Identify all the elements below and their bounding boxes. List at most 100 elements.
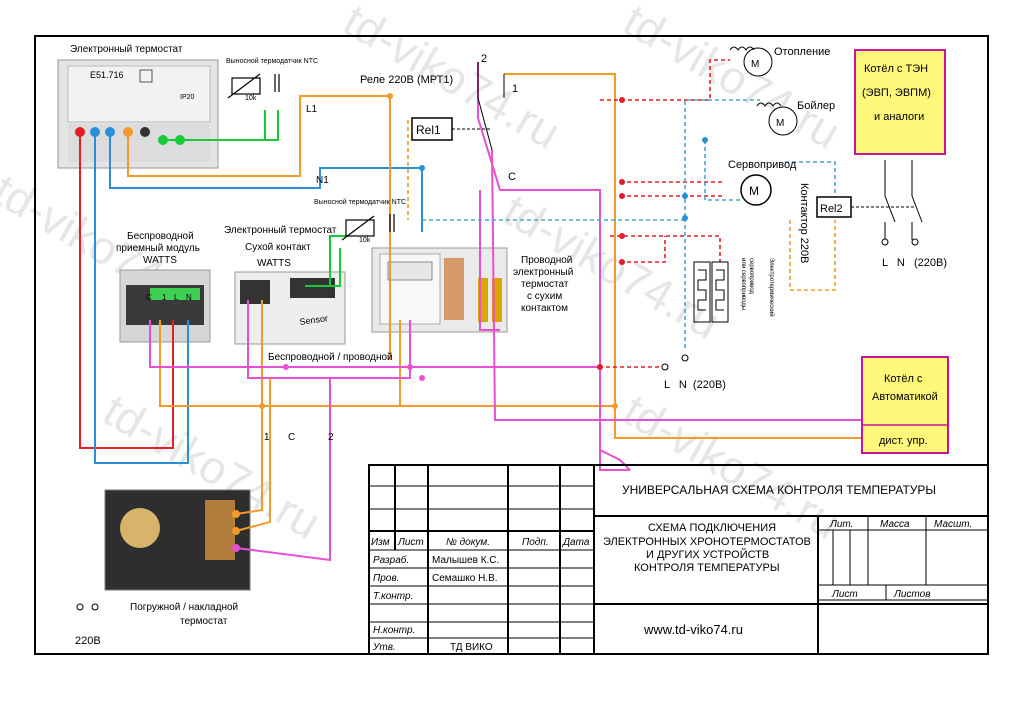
ntc-value-2: 10k <box>359 237 371 244</box>
submersible-line2: термостат <box>180 616 228 627</box>
col-izm: Изм <box>371 537 390 548</box>
thermostat-model: E51.716 <box>90 70 124 80</box>
remote-control-label: дист. упр. <box>879 435 928 447</box>
wireless-module-line2: приемный модуль <box>116 243 200 254</box>
name-prov: Семашко Н.В. <box>432 573 498 584</box>
thermostat-photo: E51.716 IP20 <box>57 59 219 169</box>
sub-title-line3: И ДРУГИХ УСТРОЙСТВ <box>646 548 769 561</box>
wired-thermostat-line2: электронный <box>513 267 573 278</box>
wireless-module-photo: C 1 L N <box>119 269 211 343</box>
wire-1: 1 <box>264 432 270 443</box>
row-utv: Утв. <box>372 642 396 653</box>
dry-contact-line1: Электронный термостат <box>224 225 337 236</box>
electrothermal-actuators <box>693 261 729 323</box>
teh-boiler-line3: и аналоги <box>874 111 924 123</box>
row-nkontr: Н.контр. <box>373 625 415 636</box>
row-tkontr: Т.контр. <box>373 591 413 602</box>
name-utv: ТД ВИКО <box>450 642 493 653</box>
dry-contact-photo: Sensor <box>234 271 346 345</box>
col-list: Лист <box>397 537 424 548</box>
sub-title-line2: ЭЛЕКТРОННЫХ ХРОНОТЕРМОСТАТОВ <box>603 536 811 548</box>
sensor-word: Sensor <box>299 313 329 327</box>
ntc-sensor-symbol <box>227 73 280 99</box>
svg-text:C: C <box>146 293 152 302</box>
heating-label: Отопление <box>774 46 830 58</box>
col-sheets: Листов <box>893 589 930 600</box>
title-block-text: УНИВЕРСАЛЬНАЯ СХЕМА КОНТРОЛЯ ТЕМПЕРАТУРЫ… <box>371 483 972 653</box>
col-lit: Лит. <box>829 519 853 530</box>
electrothermal-line1: Электротермический <box>768 258 775 317</box>
boiler-label: Бойлер <box>797 100 835 112</box>
submersible-photo <box>104 489 251 591</box>
svg-text:L: L <box>174 293 179 302</box>
title-block <box>368 464 989 655</box>
labels: Электронный термостат Выносной термодатч… <box>70 44 947 647</box>
wire-2: 2 <box>328 432 334 443</box>
row-prov: Пров. <box>373 573 399 584</box>
wire-c: С <box>288 432 295 443</box>
servo-label: Сервопривод <box>728 159 797 171</box>
auto-boiler-line1: Котёл с <box>884 373 923 385</box>
left-supply-label: 220В <box>75 635 101 647</box>
mid-supply: L N (220В) <box>664 379 726 391</box>
relay-pin-2: 2 <box>481 53 487 65</box>
relay-title: Реле 220В (МРТ1) <box>360 74 453 86</box>
svg-text:N: N <box>186 293 192 302</box>
wired-thermostat-line3: термостат <box>521 279 569 290</box>
ntc-sensor-label-2: Выносной термодатчик NTC <box>314 198 406 206</box>
col-doc: № докум. <box>446 537 490 548</box>
ntc-value-1: 10k <box>245 95 257 102</box>
svg-text:M: M <box>776 118 784 129</box>
teh-boiler-line2: (ЭВП, ЭВПМ) <box>862 87 931 99</box>
wired-thermostat-line4: с сухим <box>527 291 562 302</box>
main-title: УНИВЕРСАЛЬНАЯ СХЕМА КОНТРОЛЯ ТЕМПЕРАТУРЫ <box>622 483 936 497</box>
thermostat-label: Электронный термостат <box>70 44 183 55</box>
relay-pin-1: 1 <box>512 83 518 95</box>
servo-motor-letter: М <box>749 184 759 198</box>
row-razrab: Разраб. <box>373 554 409 566</box>
boiler-motor: M <box>756 102 798 136</box>
wireless-module-line1: Беспроводной <box>127 231 194 242</box>
col-sheet: Лист <box>831 589 858 600</box>
dry-contact-line3: WATTS <box>257 258 291 269</box>
sub-title-line4: КОНТРОЛЯ ТЕМПЕРАТУРЫ <box>634 562 780 574</box>
wired-thermostat-photo <box>371 247 508 333</box>
junction-dots <box>259 93 708 409</box>
electrothermal-line2: сервопривод <box>748 258 754 294</box>
watermark: td-viko74.ru <box>615 0 849 159</box>
line-n1: N1 <box>316 175 329 186</box>
sub-title-line1: СХЕМА ПОДКЛЮЧЕНИЯ <box>648 522 776 534</box>
wires <box>79 62 862 562</box>
right-supply: L N (220В) <box>882 257 947 269</box>
ntc-sensor-symbol-2 <box>341 214 395 241</box>
servo-motor: М <box>740 174 772 206</box>
dashed-wires <box>407 59 836 368</box>
col-scale: Масшт. <box>934 519 972 530</box>
svg-text:M: M <box>751 59 759 70</box>
line-l1: L1 <box>306 104 318 115</box>
relay-pin-c: С <box>508 171 516 183</box>
auto-boiler-line2: Автоматикой <box>872 391 938 403</box>
thermostat-rating: IP20 <box>180 94 195 101</box>
ntc-sensor-label-1: Выносной термодатчик NTC <box>226 57 318 65</box>
name-razrab: Малышев К.С. <box>432 555 499 566</box>
contactor-label: Контактор 220В <box>798 183 810 263</box>
website: www.td-viko74.ru <box>643 622 743 637</box>
relay-rel1-label: Rel1 <box>416 123 441 137</box>
wired-thermostat-line5: контактом <box>521 303 568 314</box>
submersible-line1: Погружной / накладной <box>130 602 238 613</box>
dry-contact-line2: Сухой контакт <box>245 242 311 253</box>
auto-boiler-box <box>861 356 949 454</box>
wireless-wired-label: Беспроводной / проводной <box>268 352 393 363</box>
svg-text:1: 1 <box>162 293 167 302</box>
electrothermal-line3: или сервоприводы <box>740 258 746 310</box>
col-sign: Подп. <box>522 537 549 548</box>
wireless-module-line3: WATTS <box>143 255 177 266</box>
wired-thermostat-line1: Проводной <box>521 255 572 266</box>
col-date: Дата <box>562 537 590 548</box>
teh-boiler-box <box>854 49 946 155</box>
teh-boiler-line1: Котёл с ТЭН <box>864 63 928 75</box>
heating-motor: M <box>729 46 773 77</box>
col-mass: Масса <box>880 519 910 530</box>
